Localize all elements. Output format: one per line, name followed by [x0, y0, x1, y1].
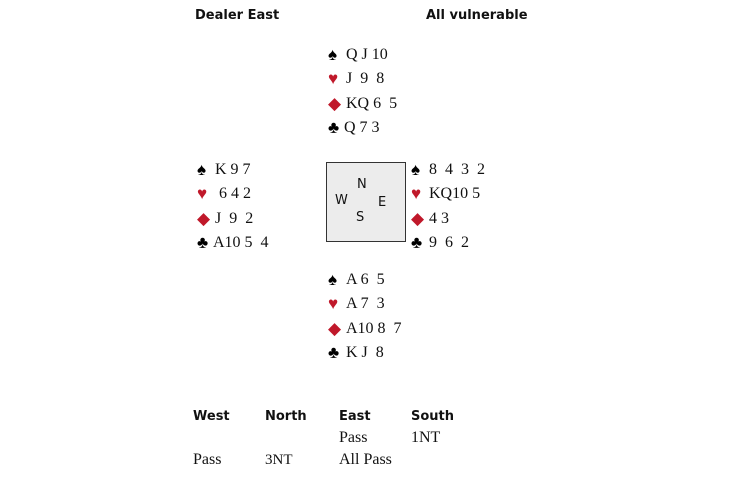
south-hand: ♠ A 6 5 ♥ A 7 3 ◆A10 8 7 ♣ K J 8: [328, 268, 402, 365]
north-hearts: J 9 8: [346, 70, 385, 88]
diamond-icon: ◆: [411, 208, 425, 228]
compass-west: W: [335, 193, 348, 208]
south-diamonds: A10 8 7: [346, 319, 402, 337]
auction-bid: 1NT: [411, 429, 441, 446]
west-hearts: 6 4 2: [215, 185, 251, 203]
north-spades: Q J 10: [346, 46, 388, 64]
compass-south: S: [356, 210, 365, 225]
east-spades: 8 4 3 2: [429, 161, 485, 179]
north-diamonds: KQ 6 5: [346, 94, 398, 112]
west-diamonds: J 9 2: [215, 209, 254, 227]
north-hand: ♠ Q J 10 ♥ J 9 8 ◆KQ 6 5 ♣Q 7 3: [328, 43, 397, 140]
club-icon: ♣: [328, 118, 340, 138]
auction-header-north: North: [265, 409, 307, 424]
east-clubs: 9 6 2: [429, 234, 469, 252]
auction-header-south: South: [411, 409, 455, 424]
heart-icon: ♥: [328, 69, 339, 89]
dealer-label: Dealer East: [195, 8, 280, 23]
north-clubs: Q 7 3: [344, 119, 380, 137]
compass-north: N: [357, 177, 367, 192]
vulnerability-label: All vulnerable: [426, 8, 528, 23]
auction-bid: Pass: [339, 429, 368, 446]
west-clubs: A10 5 4: [213, 234, 269, 252]
west-hand: ♠ K 9 7 ♥ 6 4 2 ◆J 9 2 ♣A10 5 4: [197, 158, 269, 255]
south-spades: A 6 5: [346, 271, 385, 289]
compass-box: N W E S: [326, 162, 406, 242]
spade-icon: ♠: [197, 160, 207, 180]
east-hand: ♠ 8 4 3 2 ♥ KQ10 5 ◆4 3 ♣ 9 6 2: [411, 158, 485, 255]
auction-bid: Pass: [193, 451, 222, 468]
auction-header-east: East: [339, 409, 371, 424]
heart-icon: ♥: [411, 184, 422, 204]
diamond-icon: ◆: [197, 208, 211, 228]
east-hearts: KQ10 5: [429, 185, 481, 203]
diamond-icon: ◆: [328, 93, 342, 113]
club-icon: ♣: [328, 343, 340, 363]
spade-icon: ♠: [411, 160, 421, 180]
east-diamonds: 4 3: [429, 209, 449, 227]
heart-icon: ♥: [197, 184, 208, 204]
south-hearts: A 7 3: [346, 295, 385, 313]
west-spades: K 9 7: [215, 161, 251, 179]
spade-icon: ♠: [328, 45, 338, 65]
heart-icon: ♥: [328, 294, 339, 314]
auction-header-west: West: [193, 409, 230, 424]
compass-east: E: [378, 195, 387, 210]
south-clubs: K J 8: [346, 344, 384, 362]
spade-icon: ♠: [328, 270, 338, 290]
club-icon: ♣: [197, 233, 209, 253]
club-icon: ♣: [411, 233, 423, 253]
auction-bid: 3NT: [265, 452, 293, 468]
diamond-icon: ◆: [328, 318, 342, 338]
auction-bid: All Pass: [339, 451, 392, 468]
